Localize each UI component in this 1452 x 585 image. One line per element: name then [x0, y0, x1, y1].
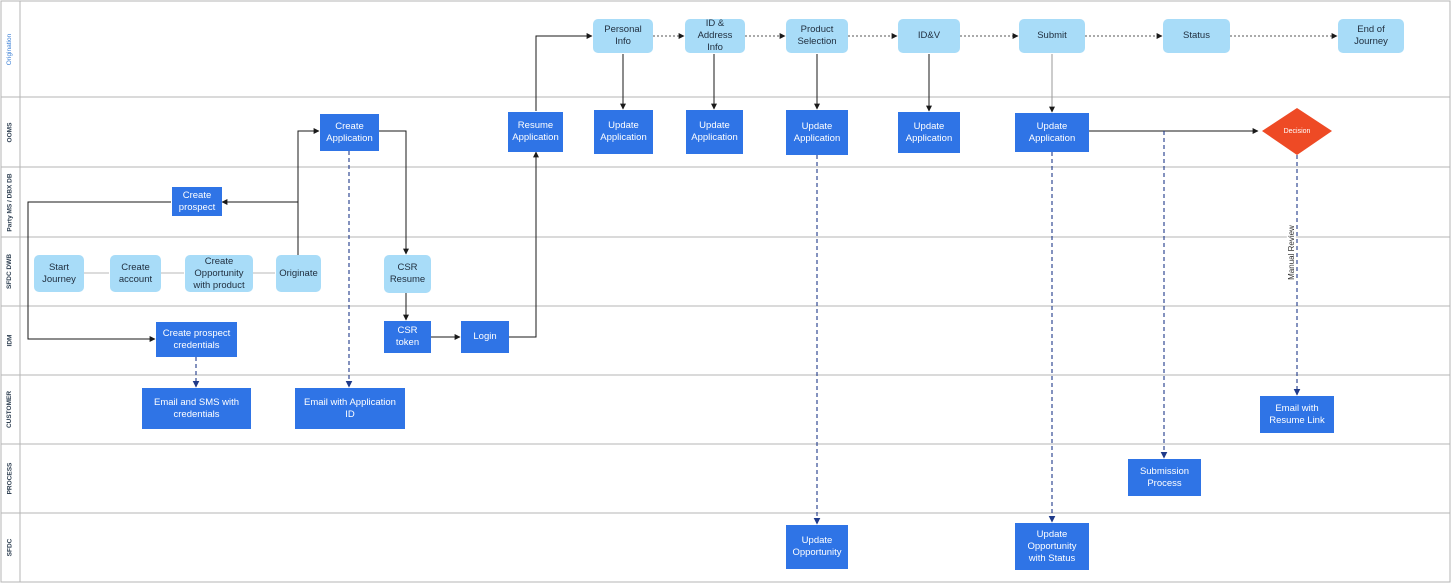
decision-diamond — [1262, 108, 1332, 155]
lane-label-ooms: OOMS — [6, 122, 14, 142]
product-selection-node[interactable]: Product Selection — [786, 19, 848, 53]
csr-token-node[interactable]: CSR token — [384, 321, 431, 353]
update-application-node-4[interactable]: Update Application — [898, 112, 960, 153]
id-address-info-node[interactable]: ID & Address Info — [685, 18, 745, 53]
end-of-journey-node[interactable]: End of Journey — [1338, 19, 1404, 53]
edge-create-app-to-csr-resume — [379, 130, 409, 255]
decision-label[interactable]: Decision — [1283, 128, 1311, 135]
originate-node[interactable]: Originate — [276, 255, 321, 292]
lane-label-sfdc-dwb: SFDC DWB — [6, 253, 14, 290]
edge-resume-to-personal — [535, 33, 593, 111]
lane-label-process: PROCESS — [6, 462, 14, 495]
edge-originate-to-create-app — [297, 128, 320, 255]
create-application-node[interactable]: Create Application — [320, 114, 379, 151]
edge-prospect-to-credentials — [27, 201, 171, 342]
submit-node[interactable]: Submit — [1019, 19, 1085, 53]
email-resume-link-node[interactable]: Email with Resume Link — [1260, 396, 1334, 433]
update-opportunity-status-node[interactable]: Update Opportunity with Status — [1015, 523, 1089, 570]
submission-process-node[interactable]: Submission Process — [1128, 459, 1201, 496]
lane-label-customer: CUSTOMER — [6, 390, 14, 429]
email-sms-credentials-node[interactable]: Email and SMS with credentials — [142, 388, 251, 429]
edge-login-to-resume — [509, 151, 539, 338]
manual-review-label: Manual Review — [1286, 223, 1296, 282]
status-node[interactable]: Status — [1163, 19, 1230, 53]
update-application-node-3[interactable]: Update Application — [786, 110, 848, 155]
start-journey-node[interactable]: Start Journey — [34, 255, 84, 292]
personal-info-node[interactable]: Personal Info — [593, 19, 653, 53]
login-node[interactable]: Login — [461, 321, 509, 353]
lane-label-sfdc: SFDC — [6, 538, 14, 557]
update-application-node-1[interactable]: Update Application — [594, 110, 653, 154]
dashed-edges — [192, 131, 1301, 525]
csr-resume-node[interactable]: CSR Resume — [384, 255, 431, 293]
lane-label-origination: Origination — [6, 33, 14, 65]
update-opportunity-node[interactable]: Update Opportunity — [786, 525, 848, 569]
solid-edges — [27, 33, 1259, 342]
email-application-id-node[interactable]: Email with Application ID — [295, 388, 405, 429]
resume-application-node[interactable]: Resume Application — [508, 112, 563, 152]
idv-node[interactable]: ID&V — [898, 19, 960, 53]
create-prospect-node[interactable]: Create prospect — [172, 187, 222, 216]
update-application-node-2[interactable]: Update Application — [686, 110, 743, 154]
create-prospect-credentials-node[interactable]: Create prospect credentials — [156, 322, 237, 357]
lane-label-party: Party MS / DBX DB — [6, 172, 14, 232]
lane-label-idm: IDM — [6, 334, 14, 347]
update-application-node-5[interactable]: Update Application — [1015, 113, 1089, 152]
create-opportunity-node[interactable]: Create Opportunity with product — [185, 255, 253, 292]
create-account-node[interactable]: Create account — [110, 255, 161, 292]
